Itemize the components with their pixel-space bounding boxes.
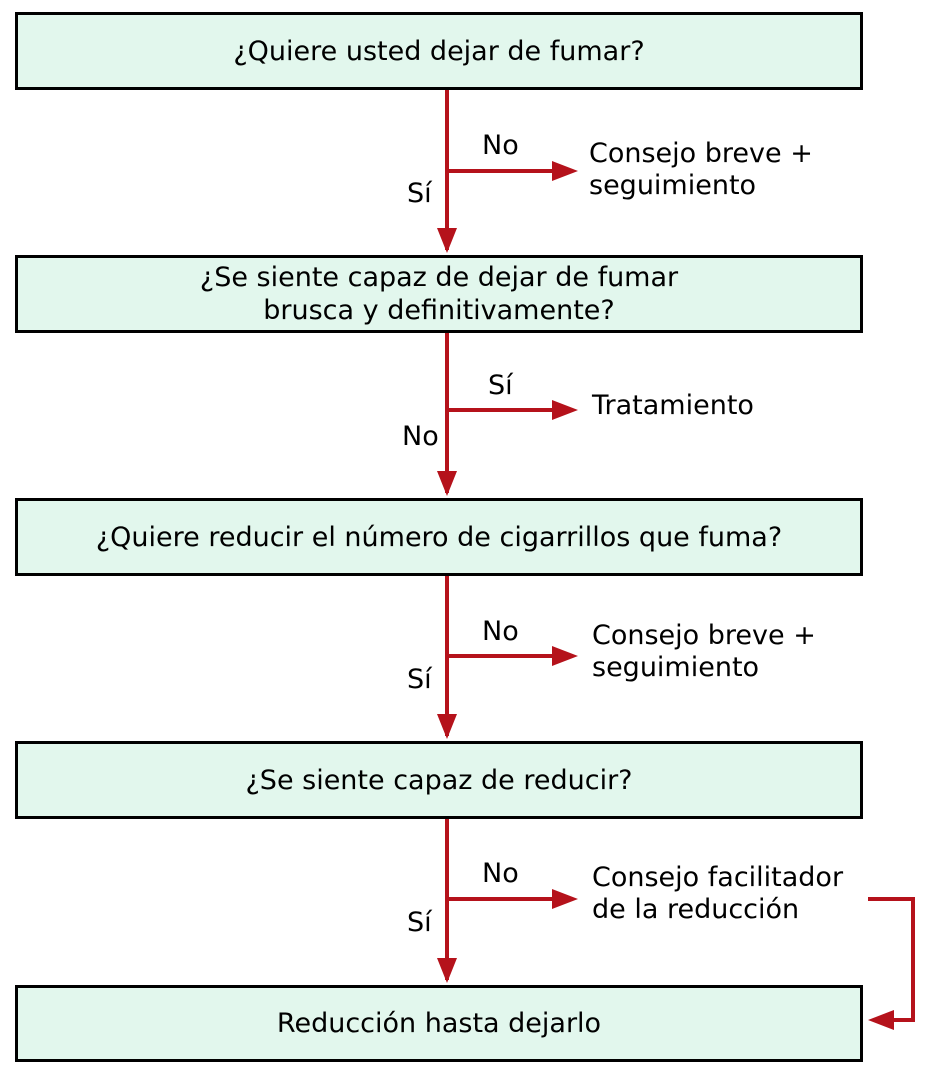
- arrowhead-q2-to-q3: [437, 471, 457, 496]
- branch-2-side-label: Sí: [488, 370, 513, 401]
- arrowhead-reduction-return: [868, 1010, 894, 1030]
- decision-box-able-reduce: ¿Se siente capaz de reducir?: [15, 741, 863, 819]
- branch-3-outcome: Consejo breve + seguimiento: [592, 620, 816, 683]
- branch-1-outcome: Consejo breve + seguimiento: [589, 138, 813, 201]
- branch-2-outcome: Tratamiento: [592, 390, 754, 421]
- decision-box-abrupt-quit: ¿Se siente capaz de dejar de fumar brusc…: [15, 255, 863, 333]
- arrowhead-q4-to-end: [437, 958, 457, 983]
- arrowhead-q3-side: [552, 646, 578, 666]
- arrowhead-q2-side: [552, 400, 578, 420]
- branch-1-side-label: No: [482, 130, 519, 161]
- branch-4-outcome: Consejo facilitador de la reducción: [592, 862, 844, 925]
- branch-3-down-label: Sí: [407, 664, 432, 695]
- arrowhead-q1-side: [552, 161, 578, 181]
- branch-3-side-label: No: [482, 616, 519, 647]
- branch-2-down-label: No: [402, 421, 439, 452]
- arrowhead-q3-to-q4: [437, 714, 457, 739]
- decision-text-able-reduce: ¿Se siente capaz de reducir?: [245, 764, 633, 796]
- final-text-reduce-to-quit: Reducción hasta dejarlo: [276, 1008, 602, 1039]
- decision-box-quit: ¿Quiere usted dejar de fumar?: [15, 12, 863, 90]
- branch-4-down-label: Sí: [407, 907, 432, 938]
- branch-1-down-label: Sí: [407, 178, 432, 209]
- arrowhead-q1-to-q2: [437, 228, 457, 253]
- decision-text-reduce: ¿Quiere reducir el número de cigarrillos…: [95, 521, 783, 553]
- decision-text-abrupt-quit: ¿Se siente capaz de dejar de fumar brusc…: [199, 262, 679, 326]
- arrowhead-q4-side: [552, 889, 578, 909]
- branch-4-side-label: No: [482, 858, 519, 889]
- decision-box-reduce: ¿Quiere reducir el número de cigarrillos…: [15, 498, 863, 576]
- decision-text-quit: ¿Quiere usted dejar de fumar?: [233, 35, 645, 67]
- arrow-reduction-return: [868, 897, 915, 1022]
- final-box-reduce-to-quit: Reducción hasta dejarlo: [15, 985, 863, 1062]
